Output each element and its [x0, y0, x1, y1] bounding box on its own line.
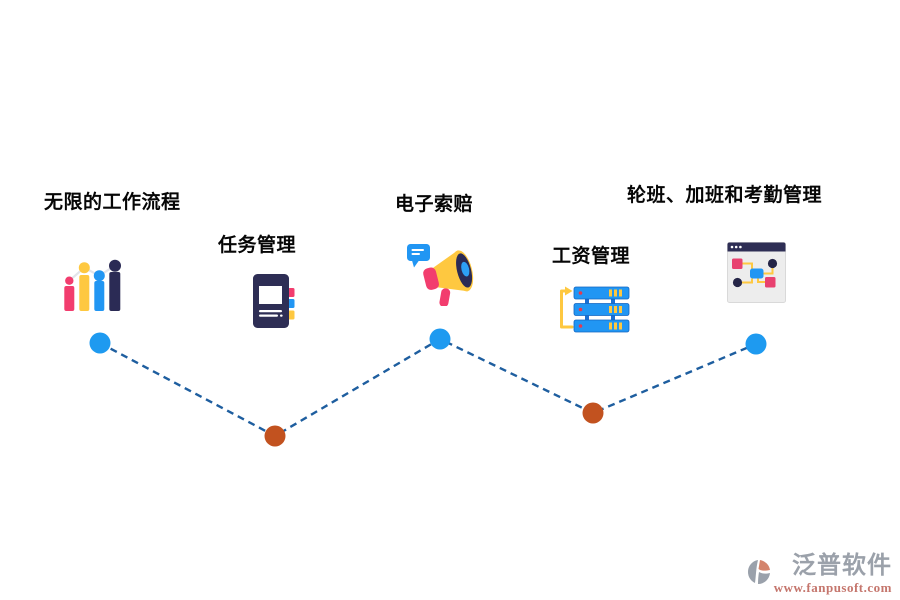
timeline-node [582, 402, 604, 424]
timeline-node [745, 333, 767, 355]
browser-flowchart-icon [727, 242, 786, 308]
watermark-brand: 泛普软件 [792, 552, 892, 579]
watermark: 泛普软件 www.fanpusoft.com [746, 554, 892, 594]
server-stack-icon [553, 282, 631, 339]
megaphone-icon [405, 242, 480, 311]
timeline-node [89, 332, 111, 354]
timeline-node [429, 328, 451, 350]
feature-label-task: 任务管理 [218, 235, 297, 256]
feature-label-attendance: 轮班、加班和考勤管理 [627, 185, 823, 206]
bar-chart-icon [57, 255, 127, 320]
feature-label-claims: 电子索赔 [395, 194, 474, 215]
timeline-node [264, 425, 286, 447]
feature-label-workflow: 无限的工作流程 [44, 192, 181, 213]
notebook-icon [253, 274, 295, 334]
watermark-url: www.fanpusoft.com [773, 580, 892, 595]
timeline-dashed-path [99, 337, 757, 438]
fanpu-logo-icon [747, 560, 770, 585]
feature-label-salary: 工资管理 [552, 246, 631, 267]
